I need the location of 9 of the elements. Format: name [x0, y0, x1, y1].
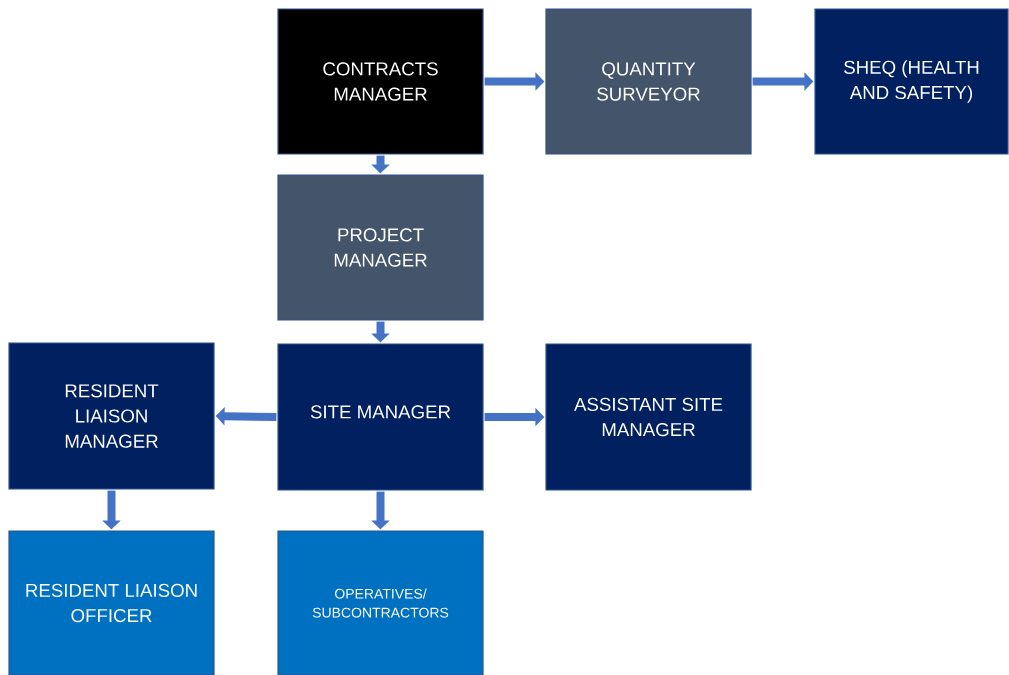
org-box: PROJECT MANAGER: [277, 174, 484, 321]
org-box: QUANTITY SURVEYOR: [545, 8, 752, 155]
org-box: RESIDENT LIAISON OFFICER: [8, 530, 215, 675]
org-box: ASSISTANT SITE MANAGER: [545, 343, 752, 491]
org-box: OPERATIVES/ SUBCONTRACTORS: [277, 530, 484, 675]
org-box: RESIDENT LIAISON MANAGER: [8, 342, 215, 490]
org-box: SHEQ (HEALTH AND SAFETY): [814, 8, 1009, 155]
org-box: SITE MANAGER: [277, 343, 484, 491]
org-box: CONTRACTS MANAGER: [277, 8, 484, 155]
